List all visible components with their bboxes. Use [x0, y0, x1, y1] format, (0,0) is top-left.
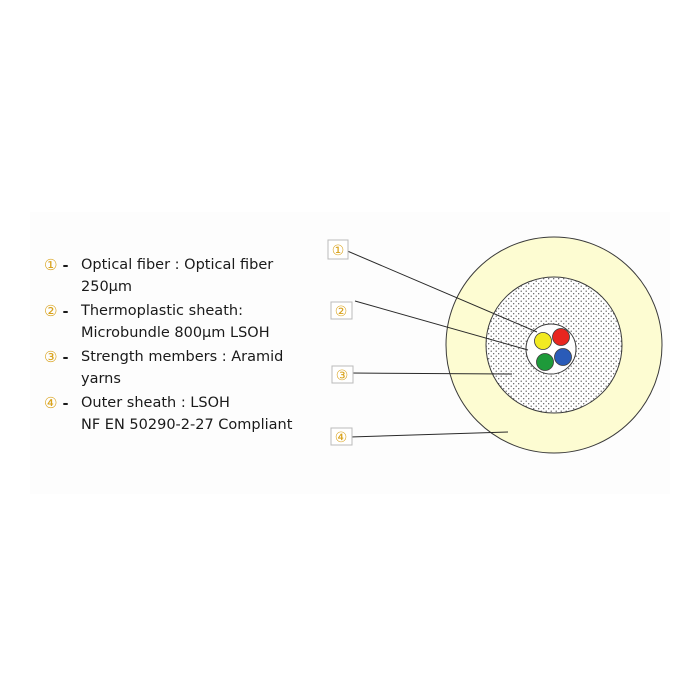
legend-separator: -: [62, 304, 69, 320]
callout-2: ②: [330, 301, 353, 320]
leader-line-1: [344, 249, 538, 333]
fiber-blue-shape: [554, 348, 572, 366]
leader-line-3: [349, 372, 513, 375]
legend-item-thermoplastic-sheath: ②- Thermoplastic sheath: Microbundle 800…: [44, 300, 314, 344]
legend-line: Outer sheath : LSOH: [81, 395, 230, 411]
legend-number: ③: [44, 348, 58, 366]
legend-separator: -: [62, 258, 69, 274]
legend-item-outer-sheath: ④- Outer sheath : LSOH NF EN 50290-2-27 …: [44, 392, 314, 436]
fiber-green-shape: [536, 353, 554, 371]
callout-4: ④: [330, 427, 353, 446]
legend-line: Strength members : Aramid: [81, 349, 284, 365]
callout-number: ③: [336, 368, 349, 384]
leader-line-4: [349, 431, 509, 438]
legend-line: yarns: [81, 371, 121, 387]
callout-number: ②: [335, 304, 348, 320]
fiber-red-shape: [552, 328, 570, 346]
legend-line: Optical fiber : Optical fiber: [81, 257, 274, 273]
legend-separator: -: [62, 350, 69, 366]
legend: ①- Optical fiber : Optical fiber 250µm ②…: [44, 254, 314, 438]
leader-line-2: [354, 300, 529, 351]
legend-number: ④: [44, 394, 58, 412]
legend-separator: -: [62, 396, 69, 412]
fiber-yellow-shape: [534, 332, 552, 350]
legend-line: 250µm: [81, 279, 133, 295]
callout-number: ①: [332, 243, 345, 259]
callout-3: ③: [331, 365, 354, 384]
legend-item-optical-fiber: ①- Optical fiber : Optical fiber 250µm: [44, 254, 314, 298]
legend-line: Microbundle 800µm LSOH: [81, 325, 270, 341]
legend-number: ①: [44, 256, 58, 274]
legend-number: ②: [44, 302, 58, 320]
callout-1: ①: [327, 239, 349, 260]
callout-number: ④: [335, 430, 348, 446]
legend-item-strength-members: ③- Strength members : Aramid yarns: [44, 346, 314, 390]
legend-line: Thermoplastic sheath:: [81, 303, 243, 319]
legend-line: NF EN 50290-2-27 Compliant: [81, 417, 293, 433]
